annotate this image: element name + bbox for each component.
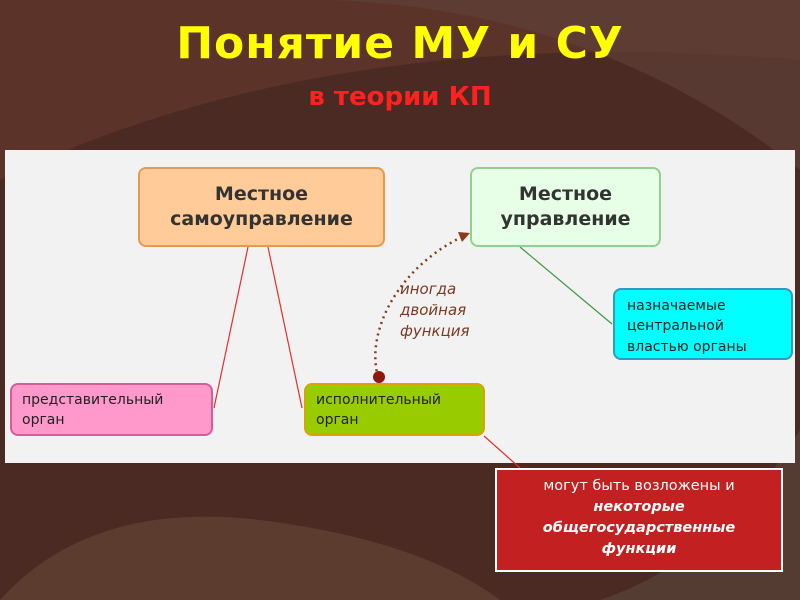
dual-function-line1: иногда	[400, 280, 457, 298]
dual-function-arrowhead	[458, 232, 470, 242]
note-line3: общегосударственные	[542, 520, 736, 537]
dual-function-line2: двойная	[400, 301, 467, 319]
dual-function-origin-dot	[373, 371, 385, 383]
state-functions-note: могут быть возложены и некоторые общегос…	[495, 468, 783, 572]
connector-exe-note	[483, 435, 521, 469]
executive-body-line1: исполнительный	[316, 392, 441, 408]
dual-function-line3: функция	[400, 322, 470, 340]
page-subtitle: в теории КП	[308, 82, 492, 112]
connector-ms-rep	[213, 246, 249, 409]
note-line4: функции	[601, 541, 677, 558]
connector-ms-exe	[267, 246, 303, 409]
dual-function-label: иногда двойная функция	[400, 279, 470, 342]
executive-body-line2: орган	[316, 411, 359, 428]
local-government-line2: управление	[500, 208, 631, 230]
appointed-bodies-line2: центральной	[627, 318, 724, 335]
local-government-line1: Местное	[518, 183, 613, 206]
note-line1: могут быть возложены и	[543, 478, 735, 494]
representative-body-line1: представительный	[22, 392, 164, 408]
connector-mu-app	[519, 246, 613, 325]
appointed-bodies-box: назначаемые центральной властью органы	[613, 288, 793, 360]
local-self-government-line2: самоуправление	[170, 208, 353, 230]
local-government-box: Местное управление	[470, 167, 661, 247]
note-line2: некоторые	[593, 499, 685, 516]
appointed-bodies-line3: властью органы	[627, 338, 747, 355]
local-self-government-line1: Местное	[214, 183, 309, 206]
appointed-bodies-line1: назначаемые	[627, 298, 726, 314]
page-title: Понятие МУ и СУ	[176, 18, 624, 69]
local-self-government-box: Местное самоуправление	[138, 167, 385, 247]
representative-body-box: представительный орган	[10, 383, 213, 436]
executive-body-box: исполнительный орган	[304, 383, 485, 436]
representative-body-line2: орган	[22, 411, 65, 428]
